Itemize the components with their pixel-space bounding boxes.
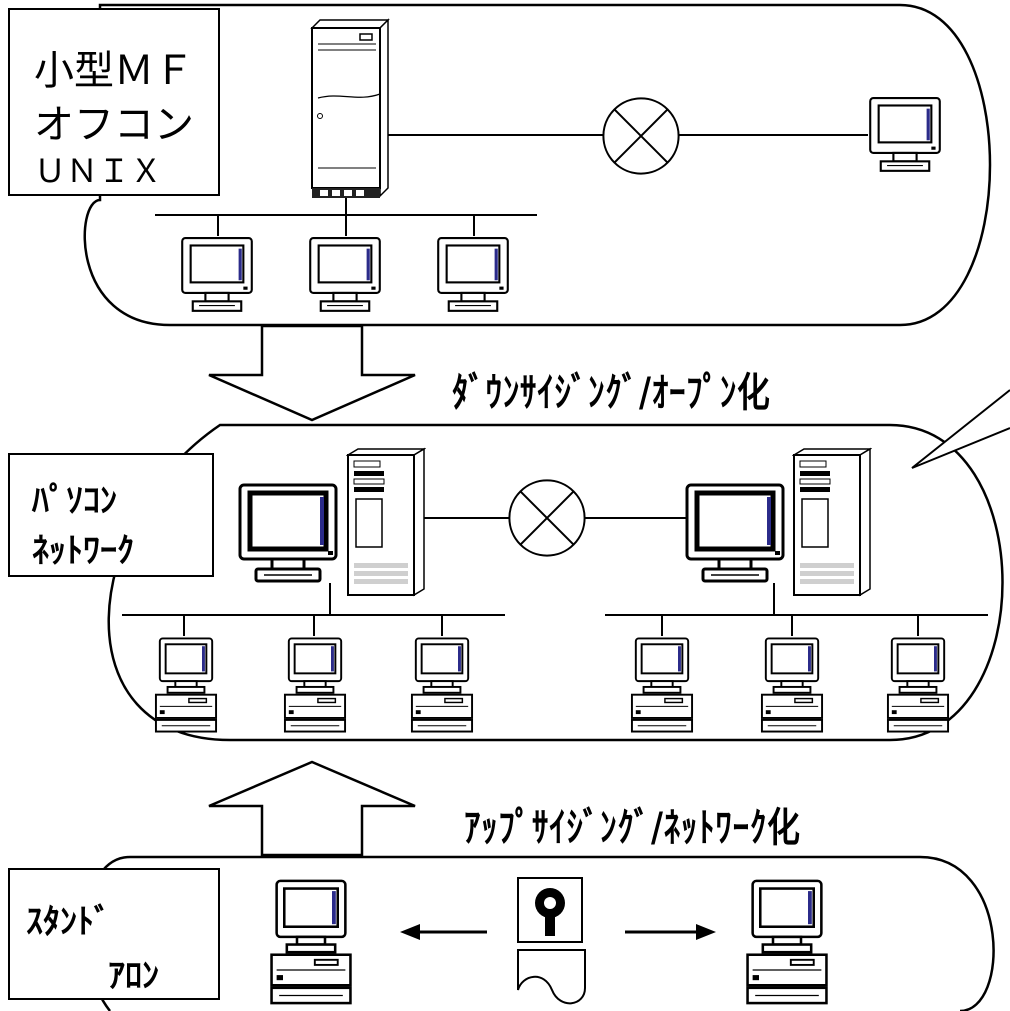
- downsizing-caption: ﾀﾞｳﾝｻｲｼﾞﾝｸﾞ/ｵｰﾌﾟﾝ化: [452, 370, 771, 416]
- desktop-pc-icon: [269, 878, 353, 1006]
- left-arrowhead: [400, 924, 420, 940]
- tier-middle-label-box: ﾊﾟｿｺﾝ ﾈｯﾄﾜｰｸ: [8, 453, 214, 577]
- tier-middle-label-line-1: ﾊﾟｿｺﾝ: [32, 481, 117, 521]
- tower-server-icon: [793, 448, 871, 596]
- mainframe-server-icon: [311, 19, 389, 198]
- tier-top-label-line-2: オフコン: [34, 102, 194, 148]
- network-exchange-icon: [508, 479, 586, 557]
- tier-bottom-label-line-1: ｽﾀﾝﾄﾞ: [26, 902, 111, 942]
- upsizing-caption: ｱｯﾌﾟｻｲｼﾞﾝｸﾞ/ﾈｯﾄﾜｰｸ化: [464, 805, 801, 851]
- floppy-disk-icon: [517, 877, 583, 943]
- tier-bottom-label-line-2: ｱﾛﾝ: [108, 956, 159, 996]
- callout-pointer: [911, 389, 1010, 469]
- upsizing-arrow: [208, 760, 416, 857]
- tier-top-label-line-3: ＵＮＩＸ: [34, 152, 163, 190]
- tier-middle-label-line-2: ﾈｯﾄﾜｰｸ: [32, 531, 134, 571]
- network-exchange-icon: [602, 97, 680, 175]
- tier-top-label-line-1: 小型ＭＦ: [34, 48, 194, 94]
- tier-bottom-label-box: ｽﾀﾝﾄﾞ ｱﾛﾝ: [8, 868, 220, 1000]
- tower-server-icon: [347, 448, 425, 596]
- downsizing-arrow: [208, 324, 416, 422]
- paper-form-icon: [517, 949, 586, 1005]
- tier-top-label-box: 小型ＭＦ オフコン ＵＮＩＸ: [8, 8, 220, 196]
- right-arrowhead: [696, 924, 716, 940]
